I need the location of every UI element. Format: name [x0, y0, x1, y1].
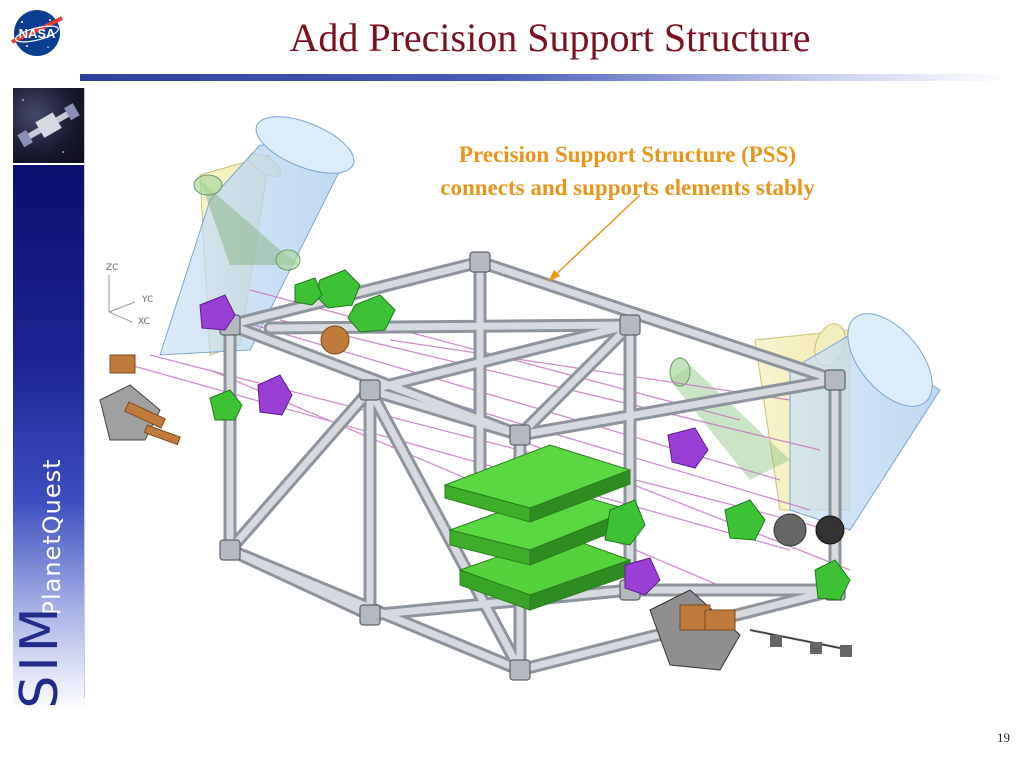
- callout-arrow: [548, 194, 641, 282]
- sidebar-divider: [84, 88, 85, 698]
- page-number: 19: [997, 730, 1010, 745]
- sidebar-band: [13, 165, 85, 710]
- axis-label-z: ZC: [106, 263, 118, 273]
- sidebar-photo: [13, 88, 85, 163]
- pss-diagram: ZC YC XC: [90, 90, 970, 710]
- nasa-meatball-icon: NASA: [11, 10, 63, 56]
- pss-callout: Precision Support Structure (PSS) connec…: [380, 138, 875, 204]
- mission-name-text: SIM: [10, 603, 70, 709]
- optics-components: [199, 269, 851, 601]
- axis-label-x: XC: [138, 317, 150, 327]
- spacecraft-icon: [17, 99, 80, 153]
- nasa-logo: NASA: [8, 8, 66, 58]
- axis-triad: ZC YC XC: [106, 263, 153, 327]
- svg-text:NASA: NASA: [19, 26, 56, 41]
- callout-line-1: Precision Support Structure (PSS): [458, 142, 797, 167]
- left-siderostat-bracket: [99, 354, 181, 446]
- program-name: PlanetQuest: [32, 458, 72, 615]
- mission-name: SIM: [4, 600, 76, 712]
- slide-title: Add Precision Support Structure: [289, 15, 811, 60]
- optical-bench-plates: [443, 444, 632, 611]
- program-name-text: PlanetQuest: [38, 458, 66, 616]
- pss-cad-render: ZC YC XC: [99, 116, 941, 681]
- callout-line-2: connects and supports elements stably: [440, 175, 815, 200]
- precision-support-truss: [219, 251, 846, 681]
- right-siderostat-bracket: [649, 589, 852, 671]
- axis-label-y: YC: [141, 295, 153, 305]
- title-rule: [80, 74, 1010, 81]
